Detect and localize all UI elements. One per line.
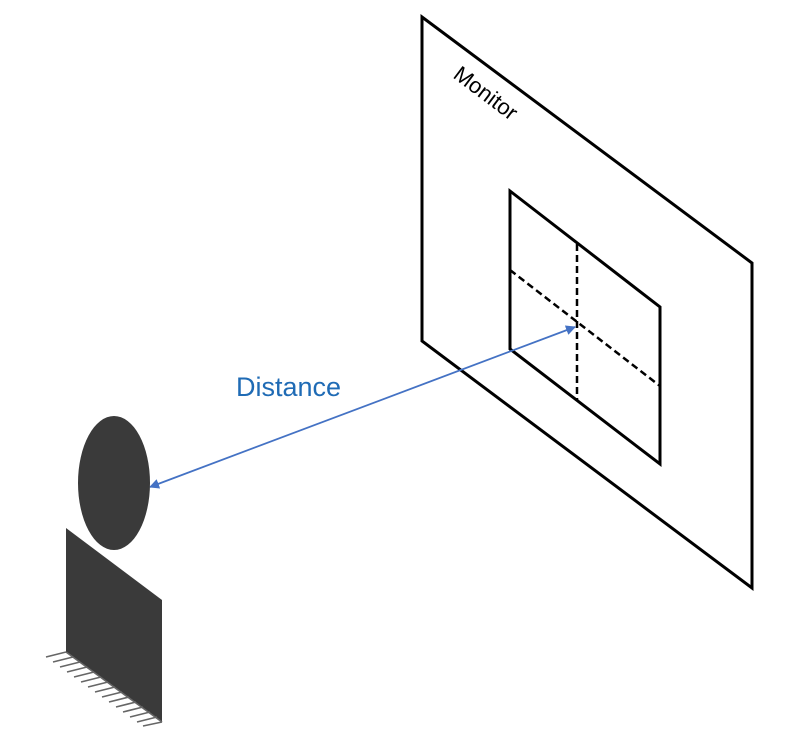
viewer-head xyxy=(78,416,150,550)
distance-label: Distance xyxy=(236,372,341,402)
crosshair-horizontal xyxy=(509,269,661,387)
monitor-panel xyxy=(420,14,754,591)
viewer-base-hatching xyxy=(45,651,163,727)
monitor-label: Monitor xyxy=(449,61,523,125)
viewer-body xyxy=(66,528,162,722)
distance-arrow xyxy=(149,325,576,489)
screen-area xyxy=(508,187,662,468)
